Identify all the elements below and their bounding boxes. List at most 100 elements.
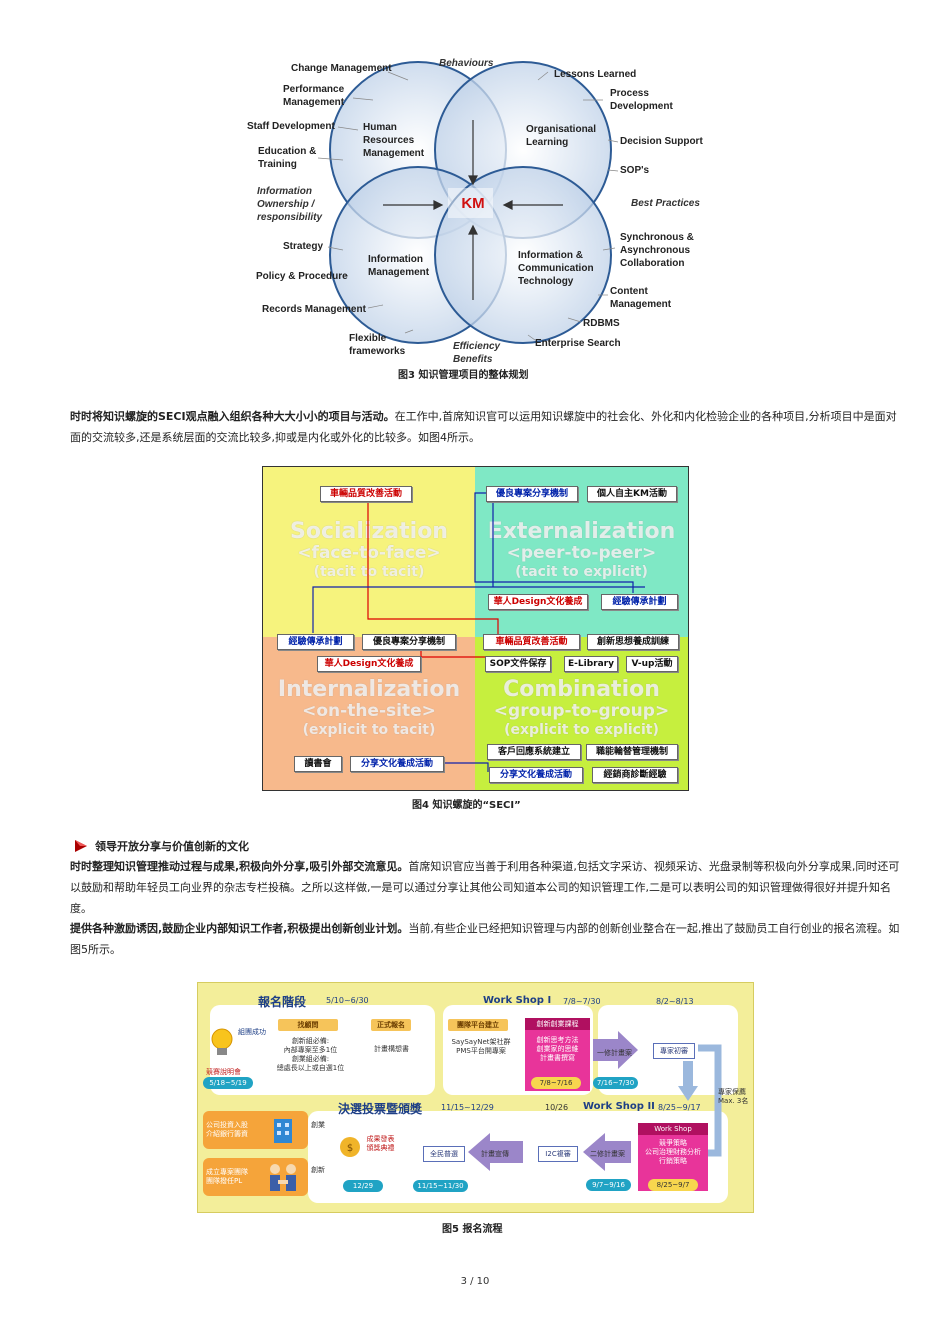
i2c-review: I2C複審 [538,1146,578,1162]
label-strategy: Strategy [283,241,323,252]
result-date: 12/29 [343,1180,383,1192]
invest-label: 公司投資入股 介紹銀行籌資 [206,1121,248,1138]
label-sync-2: Asynchronous [620,245,690,256]
paragraph-1-bold: 时时将知识螺旋的SECI观点融入组织各种大大小小的项目与活动。 [70,410,395,423]
box-personal-km: 個人自主KM活動 [587,486,677,502]
label-sync-1: Synchronous & [620,232,694,243]
arrow-down-icon [678,1061,698,1101]
box-elibrary: E-Library [564,656,618,672]
box-vehicle-quality-2: 車輛品質改善活動 [483,634,580,650]
seminar-label: 競賽說明會 [206,1068,241,1076]
result-label: 成果發表 頒獎典禮 [366,1135,395,1152]
ws2-box-head: Work Shop [638,1123,708,1135]
box-sharing-culture-2: 分享文化養成活動 [489,767,583,783]
label-enterprise: Enterprise Search [535,338,621,349]
label-im-1: Information [368,254,423,265]
label-hr-1: Human [363,122,397,133]
box-job-rotation: 職能輪替管理機制 [586,744,678,760]
label-im-2: Management [368,267,430,278]
label-behaviours: Behaviours [439,58,494,69]
label-hr-2: Resources [363,135,415,146]
combination-title: Combination [503,677,660,702]
label-efficiency-1: Efficiency [453,341,500,352]
ws2-box-date: 8/25~9/7 [648,1179,698,1191]
label-best: Best Practices [631,198,700,209]
course-head: 創新創業課程 [525,1018,590,1030]
socialization-subtitle: <face-to-face> [297,543,441,563]
paragraph-2-text: 首席知识官应当善于利用各种渠道,包括文字采访、视频采访、光盘录制等积极向外分享成… [70,860,900,915]
box-reading-club: 讀書會 [294,756,342,772]
label-hr-3: Management [363,148,425,159]
label-sync-3: Collaboration [620,258,684,269]
promo-label: 計畫宣傳 [481,1150,509,1158]
figure-4-caption: 图4 知识螺旋的“SECI” [412,800,521,811]
label-content-1: Content [610,286,648,297]
label-policy: Policy & Procedure [256,271,348,282]
box-vehicle-quality-1: 車輛品質改善活動 [320,486,412,502]
externalization-subtitle: <peer-to-peer> [506,543,657,563]
arrow-left-icon-1 [583,1133,631,1171]
label-flexible-2: frameworks [349,346,406,357]
box-innovation-training: 創新思想養成訓練 [587,634,679,650]
ws2-title: Work Shop II [583,1101,655,1112]
label-change: Change Management [291,63,392,74]
combination-subtitle: <group-to-group> [493,701,670,721]
label-edu-1: Education & [258,146,316,157]
course-body: 創新思考方法 創業家的思維 計畫書撰寫 [536,1036,579,1062]
internalization-subtitle: <on-the-site> [302,701,436,721]
startup-label: 創業 [311,1121,325,1129]
handshake-icon [270,1164,296,1191]
registration-flow-diagram: 報名階段 5/10~6/30 Work Shop I 7/8~7/30 8/2~… [197,982,754,1213]
vote-date: 11/15~11/30 [413,1180,468,1192]
label-ict-3: Technology [518,276,574,287]
page-number: 3 / 10 [460,1276,490,1287]
course-date: 7/8~7/16 [531,1077,581,1089]
curve-arrow-icon [698,1044,722,1157]
label-ict-1: Information & [518,250,583,261]
label-staff: Staff Development [247,121,335,132]
ws1-title: Work Shop I [483,995,552,1006]
label-records: Records Management [262,304,367,315]
expert-review: 專家初審 [653,1043,695,1059]
ws2-date: 8/25~9/17 [658,1103,701,1112]
box-sop: SOP文件保存 [485,656,551,672]
money-bag-icon: $ [340,1137,360,1157]
label-info-own-1: Information [257,186,312,197]
ws1b-date: 8/2~8/13 [656,997,694,1006]
box-design-culture-1: 華人Design文化養成 [488,594,588,610]
figure-3-caption: 图3 知识管理项目的整体规划 [398,370,529,381]
stage2-title: 決選投票暨頒獎 [338,1102,423,1116]
socialization-title: Socialization [290,519,448,544]
lightbulb-icon [211,1028,233,1055]
label-lessons: Lessons Learned [554,69,636,80]
seci-diagram: Socialization <face-to-face> (tacit to t… [262,466,689,791]
seci-connectors [312,492,645,772]
ws2-box-body: 競爭策略 公司治理財務分析 行銷策略 [645,1139,701,1165]
platform-body: SaySayNet架社群 PMS平台開專案 [451,1038,511,1055]
figure-5-caption: 图5 报名流程 [442,1224,503,1235]
building-icon [274,1119,292,1143]
internalization-mode: (explicit to tacit) [302,722,436,738]
stage1-title: 報名階段 [258,995,307,1009]
platform-head: 團隊平台建立 [448,1019,508,1031]
paragraph-1: 时时将知识螺旋的SECI观点融入组织各种大大小小的项目与活动。在工作中,首席知识… [70,406,905,448]
paragraph-1-text: 在工作中,首席知识官可以运用知识螺旋中的社会化、外化和内化检验企业的各种项目,分… [70,410,897,444]
innov-label: 創新 [311,1166,325,1174]
externalization-title: Externalization [487,519,676,544]
box-vup: V-up活動 [626,656,678,672]
paragraph-3-bold: 提供各种激励诱因,鼓励企业内部知识工作者,积极提出创新创业计划。 [70,922,409,935]
paragraph-2-bold: 时时整理知识管理推动过程与成果,积极向外分享,吸引外部交流意见。 [70,860,409,873]
paragraph-2: 时时整理知识管理推动过程与成果,积极向外分享,吸引外部交流意见。首席知识官应当善… [70,856,905,919]
label-perf-2: Management [283,97,345,108]
paragraph-3: 提供各种激励诱因,鼓励企业内部知识工作者,积极提出创新创业计划。当前,有些企业已… [70,918,905,960]
label-ol-1: Organisational [526,124,596,135]
label-info-own-3: responsibility [257,212,322,223]
box-customer-response: 客戶回應系統建立 [487,744,581,760]
seminar-date: 5/18~5/19 [203,1077,253,1089]
stage2-date: 11/15~12/29 [441,1103,494,1112]
revise2-label: 二修計畫案 [590,1150,625,1158]
label-flexible-1: Flexible [349,333,387,344]
label-ict-2: Communication [518,263,594,274]
arrow-left-icon-2 [468,1133,523,1171]
label-rdbms: RDBMS [583,318,620,329]
